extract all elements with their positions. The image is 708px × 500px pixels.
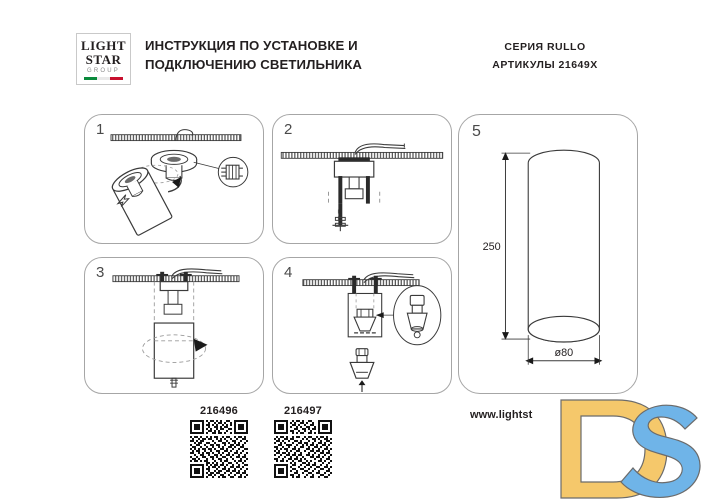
- logo-line-group: GROUP: [86, 67, 120, 74]
- step-2-drawing: [280, 143, 444, 232]
- series-info: СЕРИЯ RULLO АРТИКУЛЫ 21649X: [430, 38, 660, 75]
- ds-watermark-svg: [560, 399, 701, 499]
- step-panel-5: 5 250: [458, 114, 638, 394]
- step-4-drawing: [302, 272, 442, 393]
- step-panel-3: 3: [84, 257, 264, 394]
- product-code-label: 216497: [284, 405, 322, 417]
- step-2-illustration: [273, 115, 451, 243]
- step-number-3: 3: [96, 264, 105, 281]
- dimension-drawing: 250 ø80: [483, 149, 603, 365]
- product-code-label: 216496: [200, 405, 238, 417]
- product-codes: 216496: [180, 405, 350, 490]
- ds-watermark-logo: [555, 398, 708, 500]
- step-3-illustration: [85, 258, 263, 393]
- step-panel-1: 1: [84, 114, 264, 244]
- step-number-2: 2: [284, 121, 293, 138]
- website-url[interactable]: www.lightst: [470, 409, 533, 421]
- dimension-illustration: 250 ø80: [459, 115, 637, 393]
- step-number-5: 5: [472, 123, 481, 140]
- step-panel-2: 2: [272, 114, 452, 244]
- step-number-1: 1: [96, 121, 105, 138]
- product-code-item: 216496: [188, 405, 250, 478]
- logo-line-star: STAR: [85, 51, 122, 67]
- height-dimension-label: 250: [483, 241, 501, 253]
- italian-flag-icon: [83, 76, 124, 80]
- qr-code-216497[interactable]: [274, 420, 332, 478]
- step-3-drawing: [112, 268, 240, 388]
- step-panel-4: 4: [272, 257, 452, 394]
- series-name: СЕРИЯ RULLO: [504, 41, 586, 53]
- page-title: ИНСТРУКЦИЯ ПО УСТАНОВКЕ И ПОДКЛЮЧЕНИЮ СВ…: [145, 38, 362, 73]
- step-1-drawing: [110, 129, 249, 236]
- series-articles: АРТИКУЛЫ 21649X: [492, 59, 598, 72]
- qr-code-216496[interactable]: [190, 420, 248, 478]
- step-number-4: 4: [284, 264, 293, 281]
- document-header: LIGHT STAR GROUP ИНСТРУКЦИЯ ПО УСТАНОВКЕ…: [0, 0, 708, 100]
- lightstar-logo: LIGHT STAR GROUP: [76, 33, 131, 85]
- logo-line-light: LIGHT: [80, 37, 127, 53]
- product-code-item: 216497: [272, 405, 334, 478]
- step-1-illustration: [85, 115, 263, 243]
- watermark-letter-s: [620, 404, 701, 499]
- diameter-dimension-label: ø80: [554, 347, 573, 359]
- step-4-illustration: [273, 258, 451, 393]
